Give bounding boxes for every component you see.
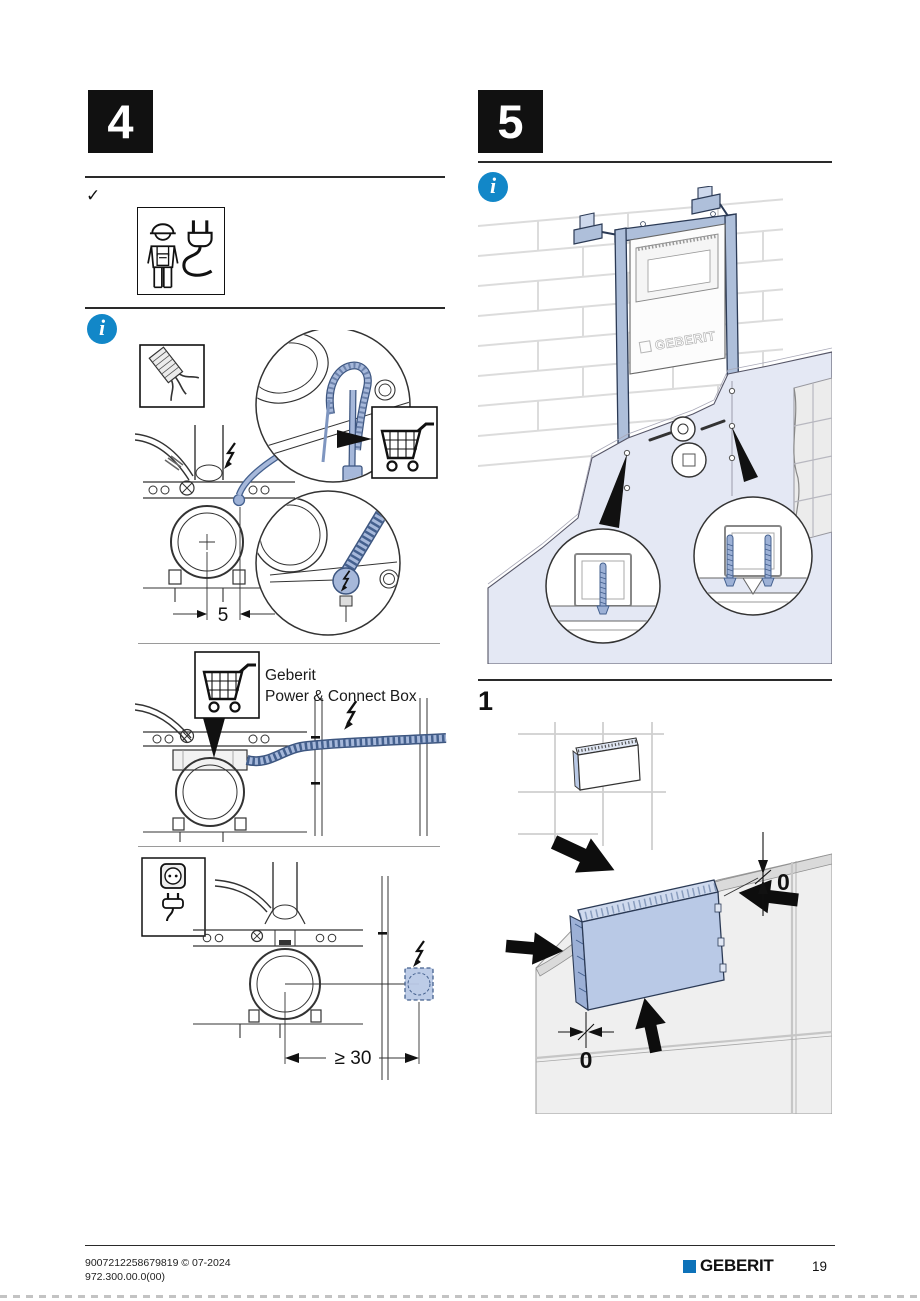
divider xyxy=(478,679,832,681)
figure-frame-on-wall: GEBERIT xyxy=(478,186,832,664)
substep-1-label: 1 xyxy=(478,686,494,716)
wall-bracket-left xyxy=(573,212,619,245)
divider xyxy=(478,161,832,163)
qualification-box xyxy=(137,207,225,295)
info-icon: i xyxy=(478,172,508,202)
figure-cable-routing: 5 xyxy=(135,330,438,636)
figure-socket-position: ≥ 30 xyxy=(141,857,434,1080)
lightning-arrow-icon xyxy=(222,441,237,471)
svg-text:5: 5 xyxy=(218,605,229,626)
checkmark-symbol: ✓ xyxy=(86,186,101,205)
dimension-0-top: 0 xyxy=(723,832,790,916)
dimension-30: ≥ 30 xyxy=(284,992,420,1069)
divider xyxy=(85,307,445,309)
pointer-wedge xyxy=(732,427,758,482)
info-icon: i xyxy=(87,314,117,344)
power-box-label-line1: Geberit xyxy=(265,667,317,684)
figure-power-connect-box: Geberit Power & Connect Box xyxy=(135,651,447,842)
wall-bracket-right xyxy=(691,186,729,217)
step-5-number: 5 xyxy=(497,95,524,148)
svg-text:≥ 30: ≥ 30 xyxy=(335,1048,372,1069)
figure-box-flush: 0 0 xyxy=(504,722,832,1114)
figure-separator xyxy=(138,643,440,644)
panel-screw-points xyxy=(623,387,736,492)
step-5-tab: 5 xyxy=(478,90,543,153)
shopping-cart-icon xyxy=(194,651,260,719)
power-socket-icon xyxy=(141,857,206,937)
footer-doc-code: 972.300.00.0(00) xyxy=(85,1271,165,1283)
socket-box-outline xyxy=(404,967,434,1001)
lightning-arrow-icon xyxy=(411,939,426,969)
protection-box-large xyxy=(569,879,727,1012)
lightning-arrow-icon xyxy=(342,699,358,731)
pointer-arrow xyxy=(337,430,372,448)
svg-text:0: 0 xyxy=(777,869,790,895)
shopping-cart-icon xyxy=(371,406,438,479)
footer-rule xyxy=(85,1245,835,1247)
pointer-arrow xyxy=(203,718,225,758)
cistern: GEBERIT xyxy=(629,223,726,375)
frame-cross-section xyxy=(135,425,295,499)
tiled-wall-section xyxy=(793,377,832,543)
power-plug-icon xyxy=(182,220,213,277)
water-connections xyxy=(648,416,726,478)
footer-doc-number: 9007212258679819 © 07-2024 xyxy=(85,1257,231,1269)
step-4-number: 4 xyxy=(107,95,134,148)
drain-pipe-section xyxy=(193,948,363,1038)
geberit-logo: GEBERIT xyxy=(683,1256,774,1276)
connection-plate xyxy=(172,749,248,771)
dimension-0-side: 0 xyxy=(558,1012,614,1073)
frame-cross-section xyxy=(135,698,428,836)
page-edge-artifact xyxy=(0,1295,920,1298)
footer-doc-info: 9007212258679819 © 07-2024 972.300.00.0(… xyxy=(85,1256,231,1284)
divider xyxy=(85,176,445,178)
cable-grommet xyxy=(232,493,246,507)
page-number: 19 xyxy=(812,1259,828,1274)
power-box-label-line2: Power & Connect Box xyxy=(265,688,417,705)
cable-conduit-icon xyxy=(139,344,205,408)
dimension-5: 5 xyxy=(173,507,275,626)
info-icon-glyph: i xyxy=(98,315,106,340)
frame-cross-section xyxy=(193,862,389,1080)
protection-box-small xyxy=(572,737,641,791)
geberit-logo-square xyxy=(683,1259,696,1273)
step-4-tab: 4 xyxy=(88,90,153,153)
electrician-icon xyxy=(147,223,179,289)
info-icon-glyph: i xyxy=(489,173,497,198)
figure-separator xyxy=(138,846,440,847)
pointer-wedge xyxy=(599,454,627,528)
svg-text:0: 0 xyxy=(580,1047,593,1073)
geberit-logo-text: GEBERIT xyxy=(700,1256,774,1275)
drain-pipe-section xyxy=(143,757,307,842)
